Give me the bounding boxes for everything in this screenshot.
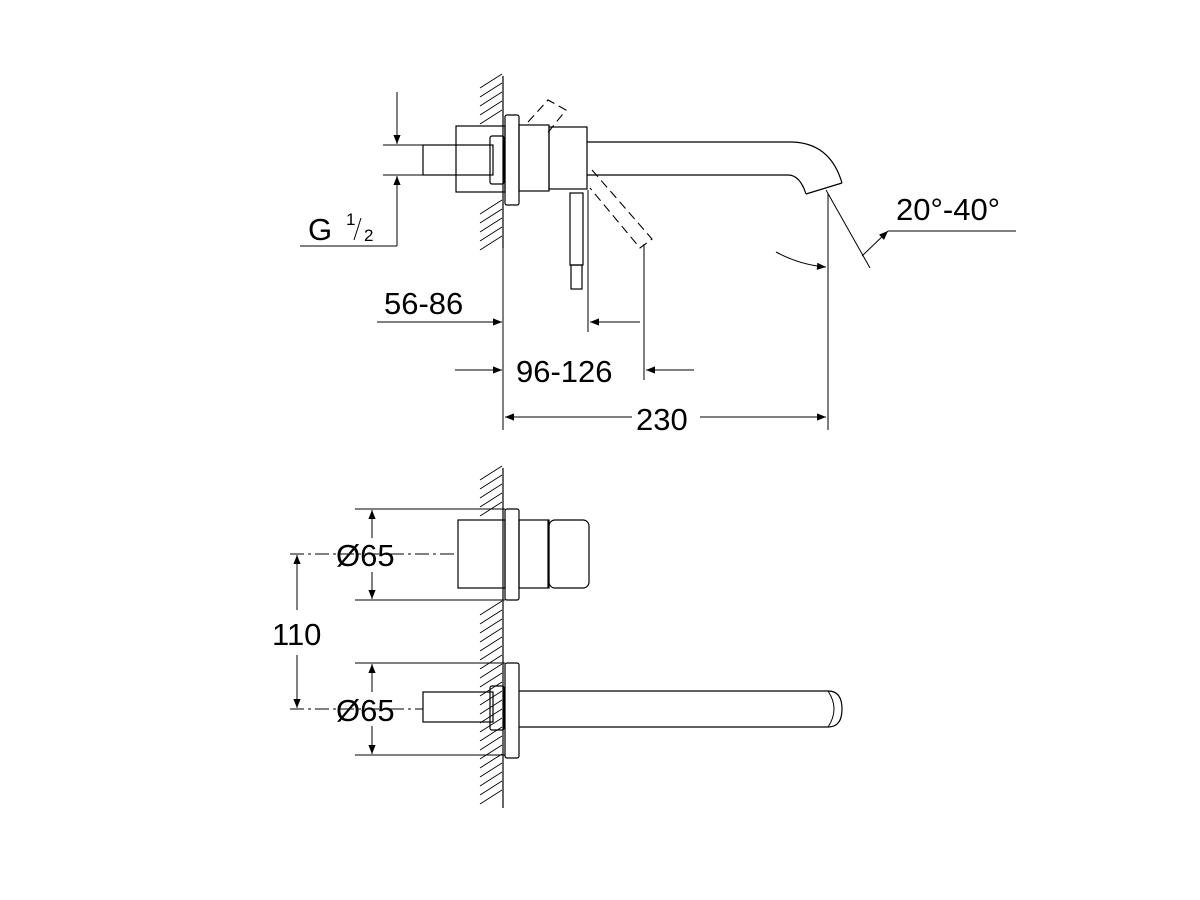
hatch-line [479, 208, 503, 224]
hatch-line [479, 699, 503, 715]
hatch-line [479, 735, 503, 751]
mixer-handle-plan [457, 508, 590, 601]
hatch-line [479, 726, 503, 742]
center-distance-text: 110 [272, 617, 321, 652]
hatch-line [479, 235, 503, 251]
thread-denominator-text: 2 [364, 226, 373, 245]
hatch-line [479, 753, 503, 769]
hatch-line [479, 645, 503, 661]
spout [518, 124, 843, 195]
hatch-line [479, 636, 503, 652]
lower-diameter-text: Ø65 [336, 693, 395, 728]
lever-offset-text: 96-126 [516, 354, 613, 389]
hatch-line [479, 618, 503, 634]
hatch-line [479, 663, 503, 679]
thread-numerator-text: 1 [346, 210, 355, 229]
upper-diameter-text: Ø65 [336, 538, 395, 573]
upper-diameter-dimension: Ø65 [290, 508, 505, 601]
hatch-line [479, 100, 503, 116]
hatch-line [479, 474, 503, 490]
spout-angle-text: 20°-40° [896, 192, 1000, 227]
hatch-line [479, 627, 503, 643]
hatch-line [479, 744, 503, 760]
wall-depth-text: 56-86 [384, 286, 463, 321]
lever-alternate-position [527, 99, 653, 249]
hatch-line [479, 217, 503, 233]
hatch-line [479, 199, 503, 215]
hatch-line [479, 717, 503, 733]
wall-depth-dimension: 56-86 [377, 190, 640, 430]
hatch-line [479, 780, 503, 796]
hatch-line [479, 690, 503, 706]
wall-section-bottom [479, 465, 504, 808]
side-view: G 1 2 56-86 96-126 230 [300, 73, 1016, 437]
lever-offset-dimension: 96-126 [455, 244, 694, 389]
spout-length-dimension: 230 [505, 194, 829, 437]
hatch-line [479, 789, 503, 805]
spout-angle-dimension: 20°-40° [775, 189, 1016, 270]
wall-plate [504, 114, 520, 206]
wall-section-top [479, 73, 504, 251]
hatch-line [479, 465, 503, 481]
center-distance-dimension: 110 [272, 555, 321, 708]
hatch-line [479, 762, 503, 778]
hatch-line [479, 91, 503, 107]
hatch-line [479, 483, 503, 499]
hatch-line [479, 226, 503, 242]
lever [569, 192, 584, 290]
spout-plan [422, 662, 843, 759]
hatch-line [479, 771, 503, 787]
hatch-line [479, 609, 503, 625]
rough-in-body [422, 125, 506, 193]
hatch-line [479, 109, 503, 125]
hatch-line [479, 681, 503, 697]
thread-dimension: G 1 2 [300, 92, 423, 247]
hatch-line [479, 600, 503, 616]
spout-length-text: 230 [636, 402, 688, 437]
hatch-line [479, 672, 503, 688]
hatch-line [479, 654, 503, 670]
lower-diameter-dimension: Ø65 [290, 662, 505, 756]
thread-base-text: G [308, 212, 332, 247]
hatch-line [479, 708, 503, 724]
hatch-line [479, 73, 503, 89]
top-view: Ø65 110 Ø65 [272, 465, 843, 808]
hatch-line [479, 492, 503, 508]
hatch-line [479, 82, 503, 98]
